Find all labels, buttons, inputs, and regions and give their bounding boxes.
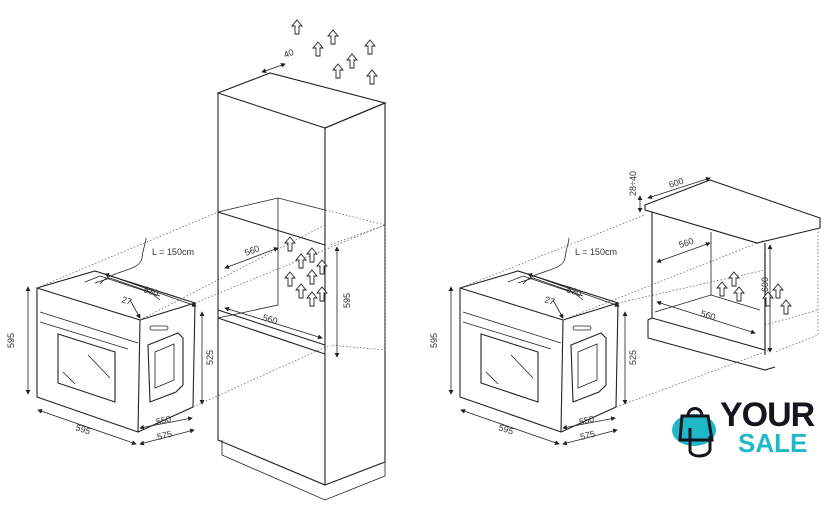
oven-side-height-label: 525 xyxy=(628,350,638,365)
logo-text-sale: SALE xyxy=(738,428,808,458)
cable-length-label: L = 150cm xyxy=(575,247,617,257)
panel-offset-label: 27 xyxy=(120,294,133,307)
worktop-depth-label: 600 xyxy=(668,176,685,190)
panel-offset-label: 27 xyxy=(543,294,556,307)
oven-body-depth-label: 550 xyxy=(578,414,595,427)
top-gap-label: 40 xyxy=(282,47,295,60)
oven-left-labels: L = 150cm 595 595 530 27 525 550 575 xyxy=(6,247,215,442)
cable-length-label: L = 150cm xyxy=(152,247,194,257)
tall-niche-height-label: 595 xyxy=(342,293,352,308)
logo-text-your: YOUR xyxy=(720,396,815,434)
oven-body-depth-label: 550 xyxy=(155,414,172,427)
oven-total-depth-label: 575 xyxy=(579,429,596,442)
under-counter-cabinet xyxy=(637,176,821,371)
projection-lines xyxy=(36,211,771,408)
under-niche-width-label: 560 xyxy=(699,308,716,322)
oven-side-height-label: 525 xyxy=(205,350,215,365)
oven-top-depth-label: 530 xyxy=(142,284,159,298)
yoursale-logo: YOUR SALE xyxy=(668,396,833,463)
shopping-bag-hand-icon xyxy=(672,407,716,458)
under-niche-depth-label: 560 xyxy=(678,236,695,250)
oven-height-label: 595 xyxy=(429,333,439,348)
oven-height-label: 595 xyxy=(6,333,16,348)
under-niche-height-label: 600 xyxy=(760,277,770,292)
oven-left xyxy=(28,238,202,444)
oven-width-label: 595 xyxy=(74,422,91,436)
oven-total-depth-label: 575 xyxy=(156,429,173,442)
tall-cabinet xyxy=(216,19,387,501)
tall-niche-width-label: 560 xyxy=(261,312,278,326)
oven-top-depth-label: 530 xyxy=(565,284,582,298)
worktop-gap-label: 28÷40 xyxy=(628,171,638,196)
oven-width-label: 595 xyxy=(497,422,514,436)
oven-right-labels: L = 150cm 595 595 530 27 525 550 575 xyxy=(429,247,638,442)
tall-niche-depth-label: 560 xyxy=(243,243,261,258)
oven-right xyxy=(451,238,625,444)
